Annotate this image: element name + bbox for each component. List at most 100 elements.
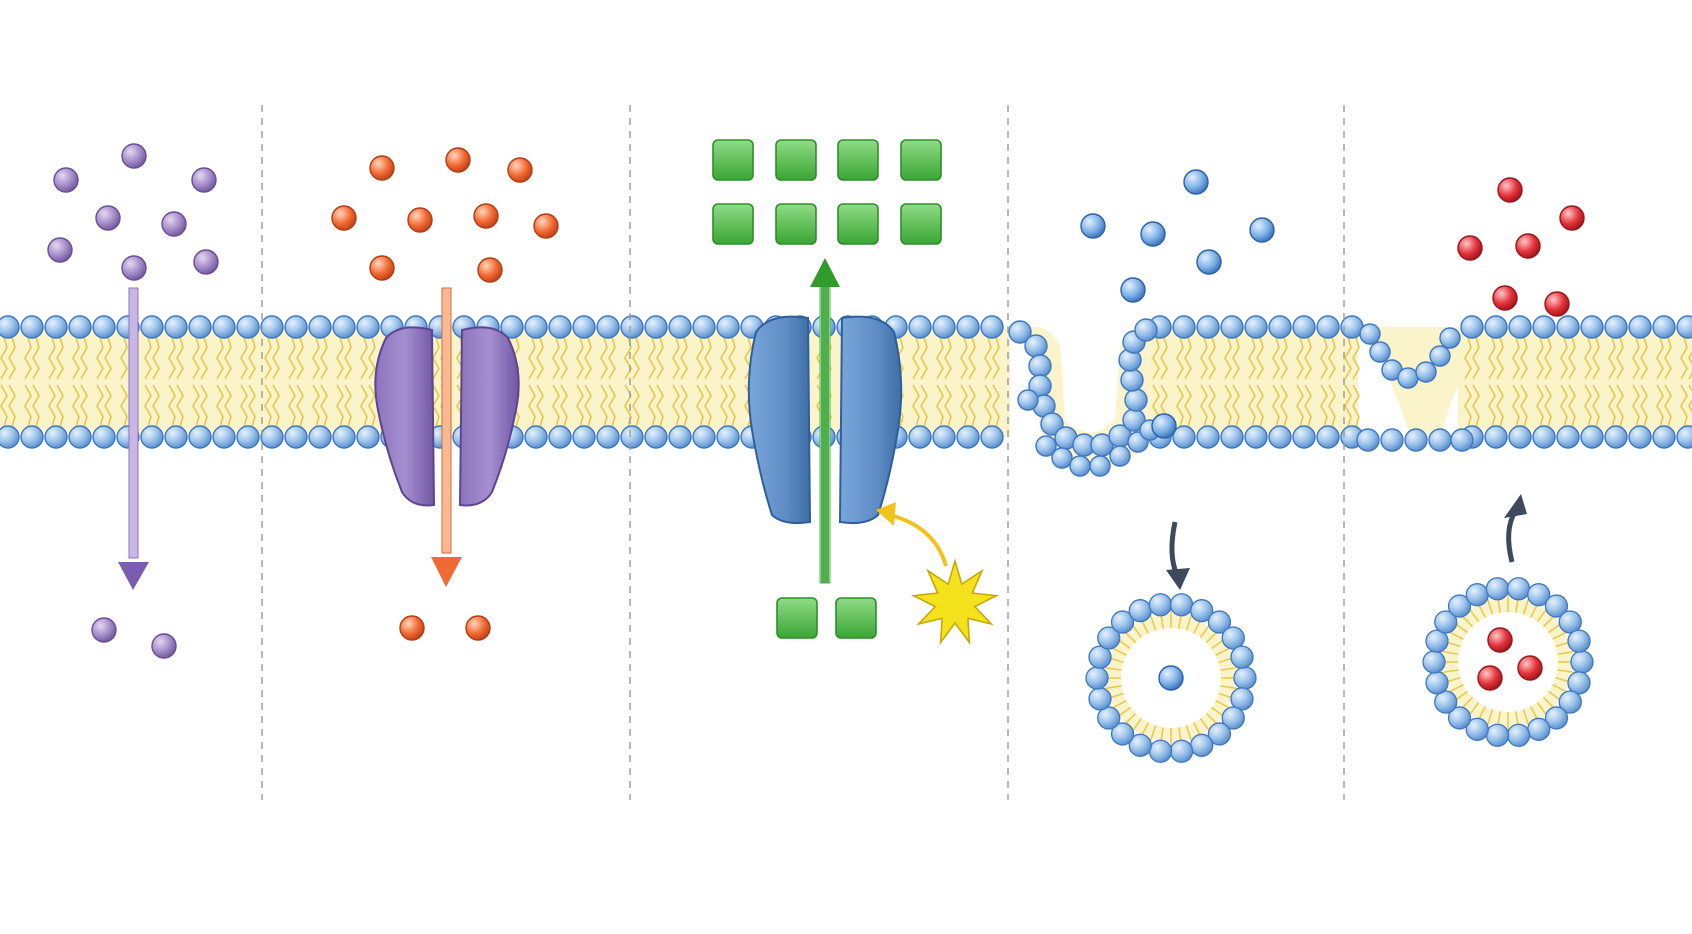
vesicle-head [1447, 706, 1472, 730]
lipid-tail [296, 336, 304, 380]
pumped-molecule [712, 203, 754, 245]
curved-arrow-up-head [1504, 494, 1527, 518]
lipid-tail [248, 384, 256, 428]
endocytosed-molecule [1249, 217, 1275, 243]
phospholipid-head [1268, 425, 1292, 449]
lipid-tail [360, 384, 368, 428]
lipid-tail [288, 336, 296, 380]
exocytosed-molecule [1515, 233, 1541, 259]
active-arrow-head [810, 258, 840, 287]
lipid-tail [80, 336, 88, 380]
phospholipid-head [1292, 425, 1316, 449]
phospholipid-head [1069, 455, 1091, 477]
lipid-tail [264, 336, 272, 380]
lipid-tail [1488, 384, 1496, 428]
phospholipid-head [716, 425, 740, 449]
phospholipid-head [1089, 455, 1111, 477]
phospholipid-head [1359, 323, 1381, 345]
lipid-tail [1632, 336, 1640, 380]
lipid-tail [32, 336, 40, 380]
phospholipid-head [1484, 425, 1508, 449]
lipid-tail [1320, 336, 1328, 380]
phospholipid-head [308, 425, 332, 449]
lipid-tail [920, 336, 928, 380]
phospholipid-head [1460, 315, 1484, 339]
endocytosed-molecule [1080, 213, 1106, 239]
lipid-tail [200, 384, 208, 428]
pump-protein-right [838, 315, 903, 525]
lipid-tail [984, 336, 992, 380]
lipid-tail [1488, 336, 1496, 380]
phospholipid-head [1652, 315, 1676, 339]
lipid-tail [1544, 336, 1552, 380]
vesicle-tail [1103, 685, 1122, 690]
lipid-tail [1328, 336, 1336, 380]
lipid-tail [968, 384, 976, 428]
vesicle-head [1544, 706, 1569, 730]
lipid-tail [272, 384, 280, 428]
vesicle-head [1465, 717, 1489, 741]
vesicle-cargo [1158, 665, 1184, 691]
lipid-tail [680, 384, 688, 428]
lipid-tail [1352, 384, 1360, 428]
phospholipid-head [1051, 447, 1073, 469]
phospholipid-head [1628, 425, 1652, 449]
lipid-tail [224, 336, 232, 380]
lipid-tail [696, 336, 704, 380]
lipid-tail [704, 384, 712, 428]
diffusing-molecule [193, 249, 219, 275]
vesicle-tail [1103, 666, 1122, 671]
lipid-tail [1296, 384, 1304, 428]
lipid-tail [992, 384, 1000, 428]
phospholipid-head [212, 315, 236, 339]
phospholipid-head [956, 315, 980, 339]
phospholipid-head [1508, 425, 1532, 449]
diffusing-molecule [161, 211, 187, 237]
phospholipid-head [1652, 425, 1676, 449]
vesicle-head [1088, 687, 1112, 711]
phospholipid-head [284, 425, 308, 449]
lipid-tail [912, 384, 920, 428]
phospholipid-head [1124, 388, 1148, 412]
phospholipid-head [644, 425, 668, 449]
lipid-tail [144, 384, 152, 428]
endocytosed-molecule [1140, 221, 1166, 247]
vesicle-head [1085, 666, 1109, 690]
vesicle-head [1233, 666, 1257, 690]
phospholipid-head [1404, 428, 1428, 452]
diffusing-molecule [191, 167, 217, 193]
lipid-tail [1544, 384, 1552, 428]
phospholipid-head [620, 315, 644, 339]
phospholipid-head [68, 425, 92, 449]
phospholipid-head [1120, 368, 1144, 392]
lipid-tail [1584, 336, 1592, 380]
lipid-tail [8, 336, 16, 380]
lipid-tail [168, 336, 176, 380]
vesicle-head [1567, 629, 1591, 653]
lipid-tail [192, 336, 200, 380]
phospholipid-head [1035, 435, 1057, 457]
phospholipid-head [1040, 412, 1064, 436]
lipid-tail [1296, 336, 1304, 380]
phospholipid-head [1484, 315, 1508, 339]
diffusion-arrow-head [118, 562, 149, 590]
lipid-tail [296, 384, 304, 428]
diffusing-molecule [121, 143, 147, 169]
lipid-tail [1256, 384, 1264, 428]
lipid-tail [648, 336, 656, 380]
vesicle-head [1558, 610, 1582, 634]
vesicle-head [1169, 739, 1194, 763]
lipid-tail [24, 384, 32, 428]
vesicle-tail [1185, 725, 1193, 743]
vesicle-head [1485, 723, 1510, 747]
phospholipid-head [140, 425, 164, 449]
phospholipid-head [164, 315, 188, 339]
lipid-tail [8, 384, 16, 428]
phospholipid-head [308, 315, 332, 339]
lipid-tail [264, 384, 272, 428]
vesicle-head [1221, 626, 1245, 650]
lipid-tail [216, 336, 224, 380]
lipid-tail [1352, 336, 1360, 380]
lipid-tail [696, 384, 704, 428]
phospholipid-head [572, 315, 596, 339]
